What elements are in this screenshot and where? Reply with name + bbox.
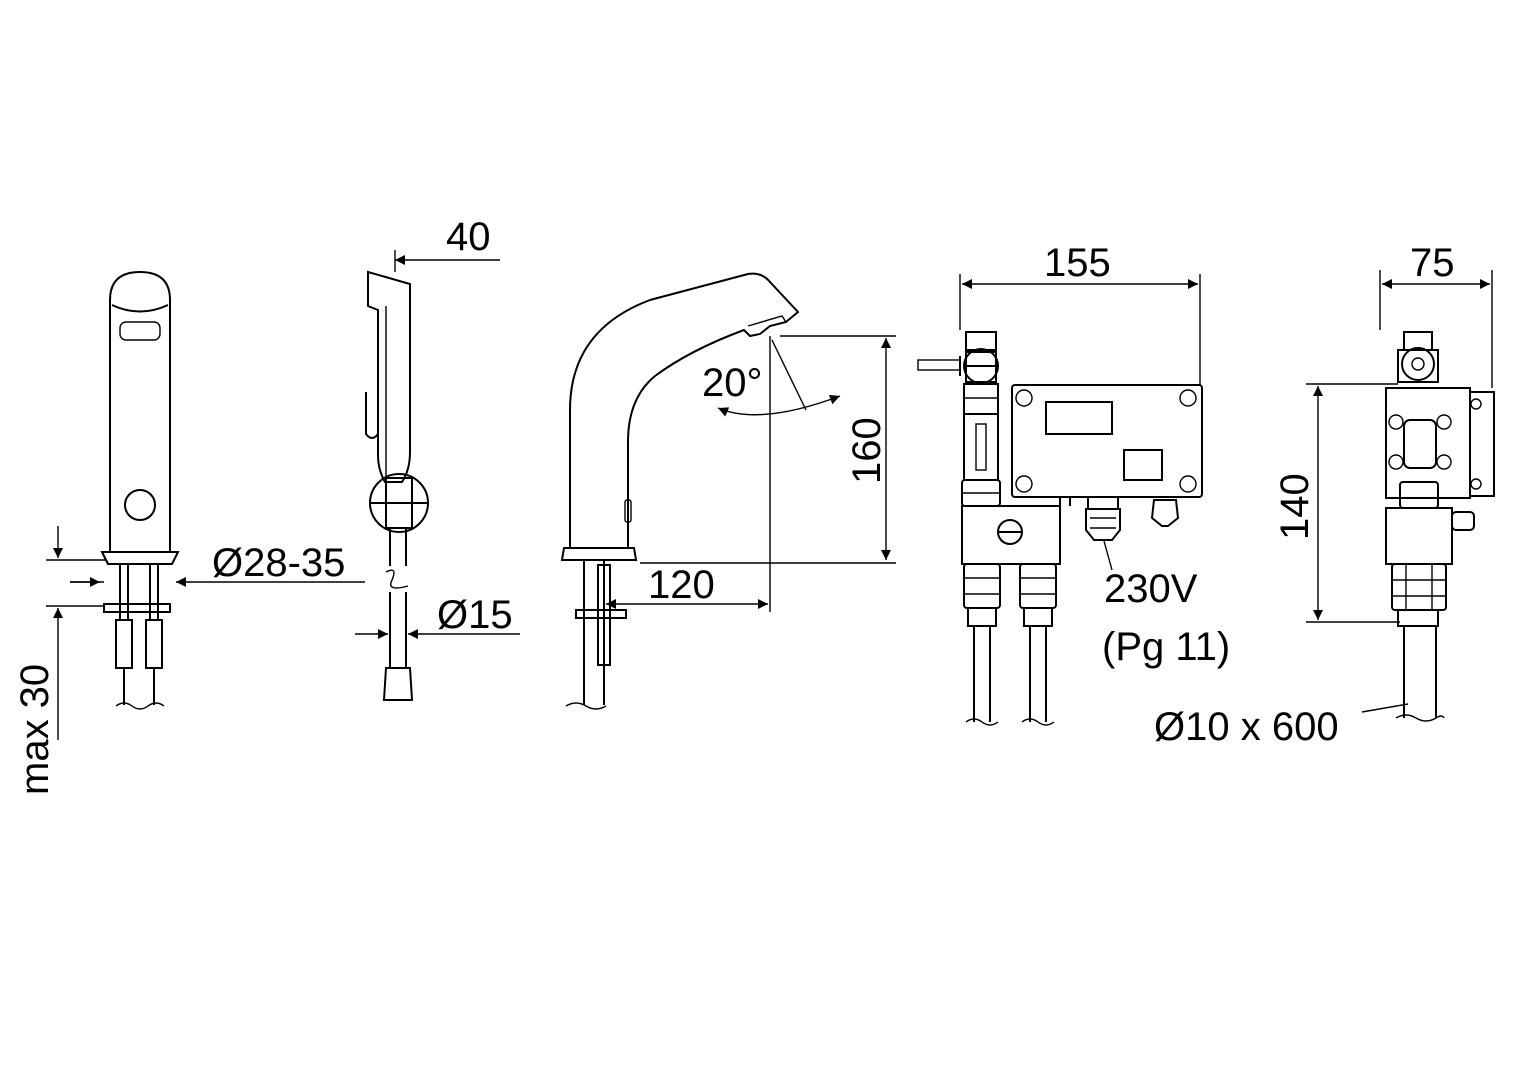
label-140: 140 bbox=[1273, 473, 1317, 540]
label-75: 75 bbox=[1410, 241, 1455, 285]
label-40: 40 bbox=[446, 215, 491, 259]
label-160: 160 bbox=[845, 417, 889, 484]
label-120: 120 bbox=[648, 563, 715, 607]
tap-spout-view bbox=[560, 272, 896, 710]
label-gland: (Pg 11) bbox=[1102, 625, 1230, 669]
label-dia28-35: Ø28-35 bbox=[212, 541, 345, 585]
label-angle20: 20° bbox=[702, 361, 763, 405]
tap-side-view bbox=[355, 250, 520, 701]
control-box-front bbox=[917, 274, 1203, 726]
tap-front-view bbox=[46, 270, 365, 740]
label-hose: Ø10 x 600 bbox=[1154, 705, 1339, 749]
label-dia15: Ø15 bbox=[437, 593, 513, 637]
label-voltage: 230V bbox=[1104, 567, 1198, 611]
control-box-side bbox=[1306, 270, 1495, 722]
label-155: 155 bbox=[1044, 241, 1111, 285]
label-max30: max 30 bbox=[13, 664, 57, 795]
